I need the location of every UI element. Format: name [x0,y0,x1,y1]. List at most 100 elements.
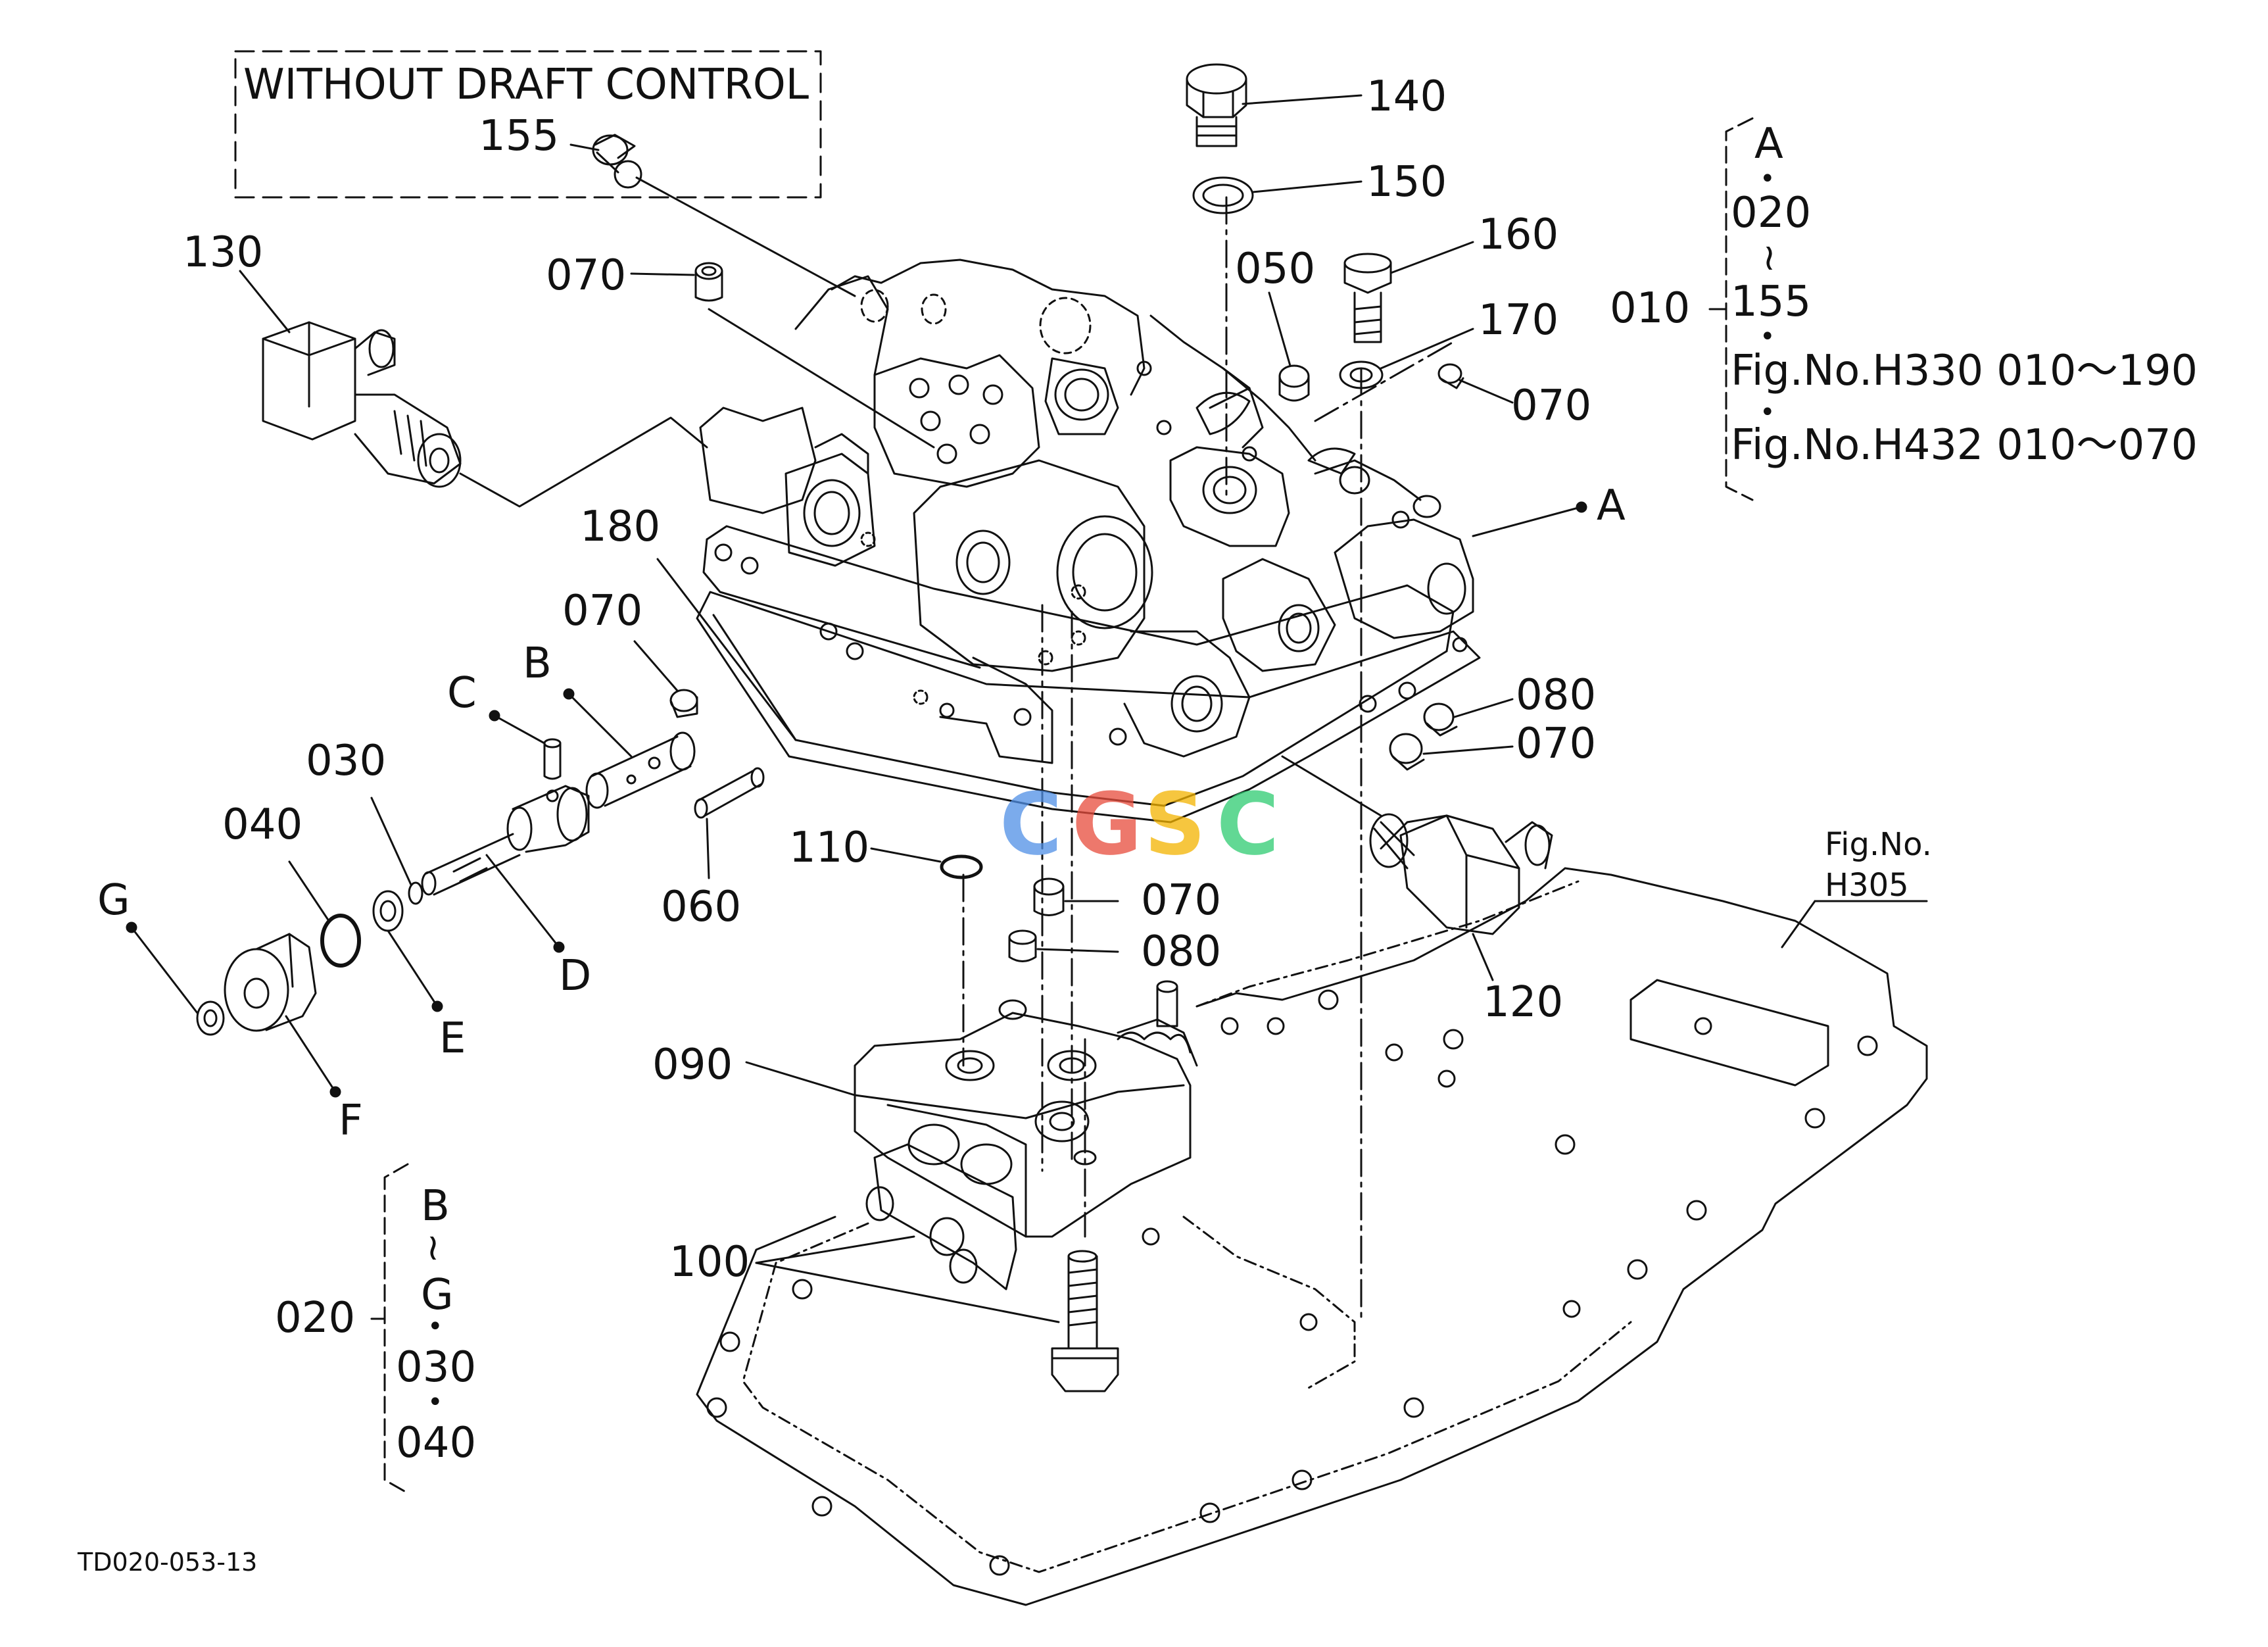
brace-020-dot-2: • [427,1387,443,1417]
inset-title: WITHOUT DRAFT CONTROL [243,61,809,109]
inset-box [234,50,822,199]
plug-070-mid-left [669,689,698,718]
part-label-040: 040 [222,800,302,849]
drawing-id: TD020-053-13 [77,1548,257,1577]
leader-090 [745,1061,856,1096]
part-label-050: 050 [1235,245,1315,293]
brace-020 [383,1163,409,1494]
part-label-030: 030 [306,737,386,785]
figref-line-2: H305 [1825,867,1909,904]
nut-G [196,1000,225,1036]
part-label-160: 160 [1478,210,1558,259]
brace-020-tilde: ≀ [426,1226,440,1269]
plug-050 [1278,364,1310,402]
part-label-010: 010 [1610,284,1690,333]
leader-C [493,714,546,745]
washer-150 [1192,176,1254,214]
leader-A-dot [1576,501,1587,513]
watermark-letter: S [1144,774,1206,874]
leader-C-dot [489,710,500,722]
leader-130 [239,270,291,333]
brace-010-dot-2: • [1760,322,1775,352]
leader-120 [1472,933,1494,981]
leader-G-dot [126,922,137,933]
part-label-170: 170 [1478,296,1558,345]
leader-040 [288,860,330,922]
brace-010-line-2: 020 [1731,189,1811,237]
part-label-E: E [439,1014,466,1063]
watermark-letter: C [1217,774,1279,874]
brace-020-line-4: 040 [396,1419,476,1467]
elbow-fitting-120 [1369,813,1553,935]
leader-D-dot [553,941,565,953]
part-label-080: 080 [1516,671,1596,720]
leader-G [130,926,199,1014]
leader-body-120 [1281,755,1382,817]
part-label-B: B [523,639,552,688]
part-label-060: 060 [661,883,741,931]
plug-070-upper-right [1437,363,1464,389]
watermark-letter: G [1072,774,1142,874]
brace-020-line-2: G [421,1271,454,1319]
bolt-160 [1343,253,1392,343]
leader-070-right [1422,745,1514,755]
brace-010-line-3: 155 [1731,278,1811,326]
leader-070-mid-left [633,640,679,692]
plug-070-upper-left [694,262,723,302]
leader-F-dot [329,1086,341,1098]
washer-E [372,890,404,932]
brace-010-tilde: ≀ [1762,236,1776,279]
leader-155 [569,143,600,151]
leader-050 [1268,291,1291,367]
part-label-070: 070 [546,251,626,300]
o-ring-040 [320,914,361,968]
part-label-130: 130 [183,228,263,277]
part-label-F: F [339,1096,363,1145]
brace-010-dot-1: • [1760,164,1775,194]
watermark-letter: C [1000,774,1062,874]
part-label-120: 120 [1483,978,1563,1027]
brace-020-line-3: 030 [396,1343,476,1392]
leader-080-right [1453,698,1514,718]
part-label-070: 070 [1141,876,1221,925]
plug-080-right [1423,702,1458,737]
part-label-080: 080 [1141,927,1221,976]
part-label-070: 070 [562,587,642,635]
part-label-155: 155 [479,112,559,160]
leader-070-upper-left-down [708,308,935,449]
part-label-090: 090 [652,1041,733,1089]
leader-110 [870,847,942,863]
spool-D [421,785,590,896]
brace-010-line-4: Fig.No.H330 010～190 [1731,347,2198,395]
brace-010-dot-3: • [1760,397,1775,428]
leader-E [387,929,439,1008]
plug-070-mid [1033,877,1065,916]
lower-plate [696,867,1928,1606]
leader-070-upper-left [630,272,695,276]
bolt-100 [1051,1250,1119,1392]
ring-030 [408,881,423,905]
leader-070-upper-right [1459,379,1514,404]
valve-body-A [696,258,1481,823]
leader-160 [1389,241,1474,274]
part-label-140: 140 [1366,72,1447,121]
part-label-G: G [97,876,130,925]
part-label-020: 020 [275,1294,355,1342]
leader-figref [1781,900,1816,948]
leader-B-dot [563,688,575,700]
o-ring-110 [940,854,983,879]
brace-020-dot-1: • [427,1312,443,1342]
leader-130-body [459,416,708,508]
part-label-D: D [559,952,591,1000]
plug-070-right [1389,733,1425,771]
part-label-110: 110 [789,823,869,872]
sleeve-B [585,731,696,809]
plug-140 [1186,63,1247,147]
part-label-180: 180 [580,503,660,551]
leader-060 [706,818,710,879]
leader-180 [656,558,797,741]
brace-020-line-1: B [421,1182,450,1231]
leader-100b [755,1235,915,1264]
leader-150 [1251,180,1363,193]
